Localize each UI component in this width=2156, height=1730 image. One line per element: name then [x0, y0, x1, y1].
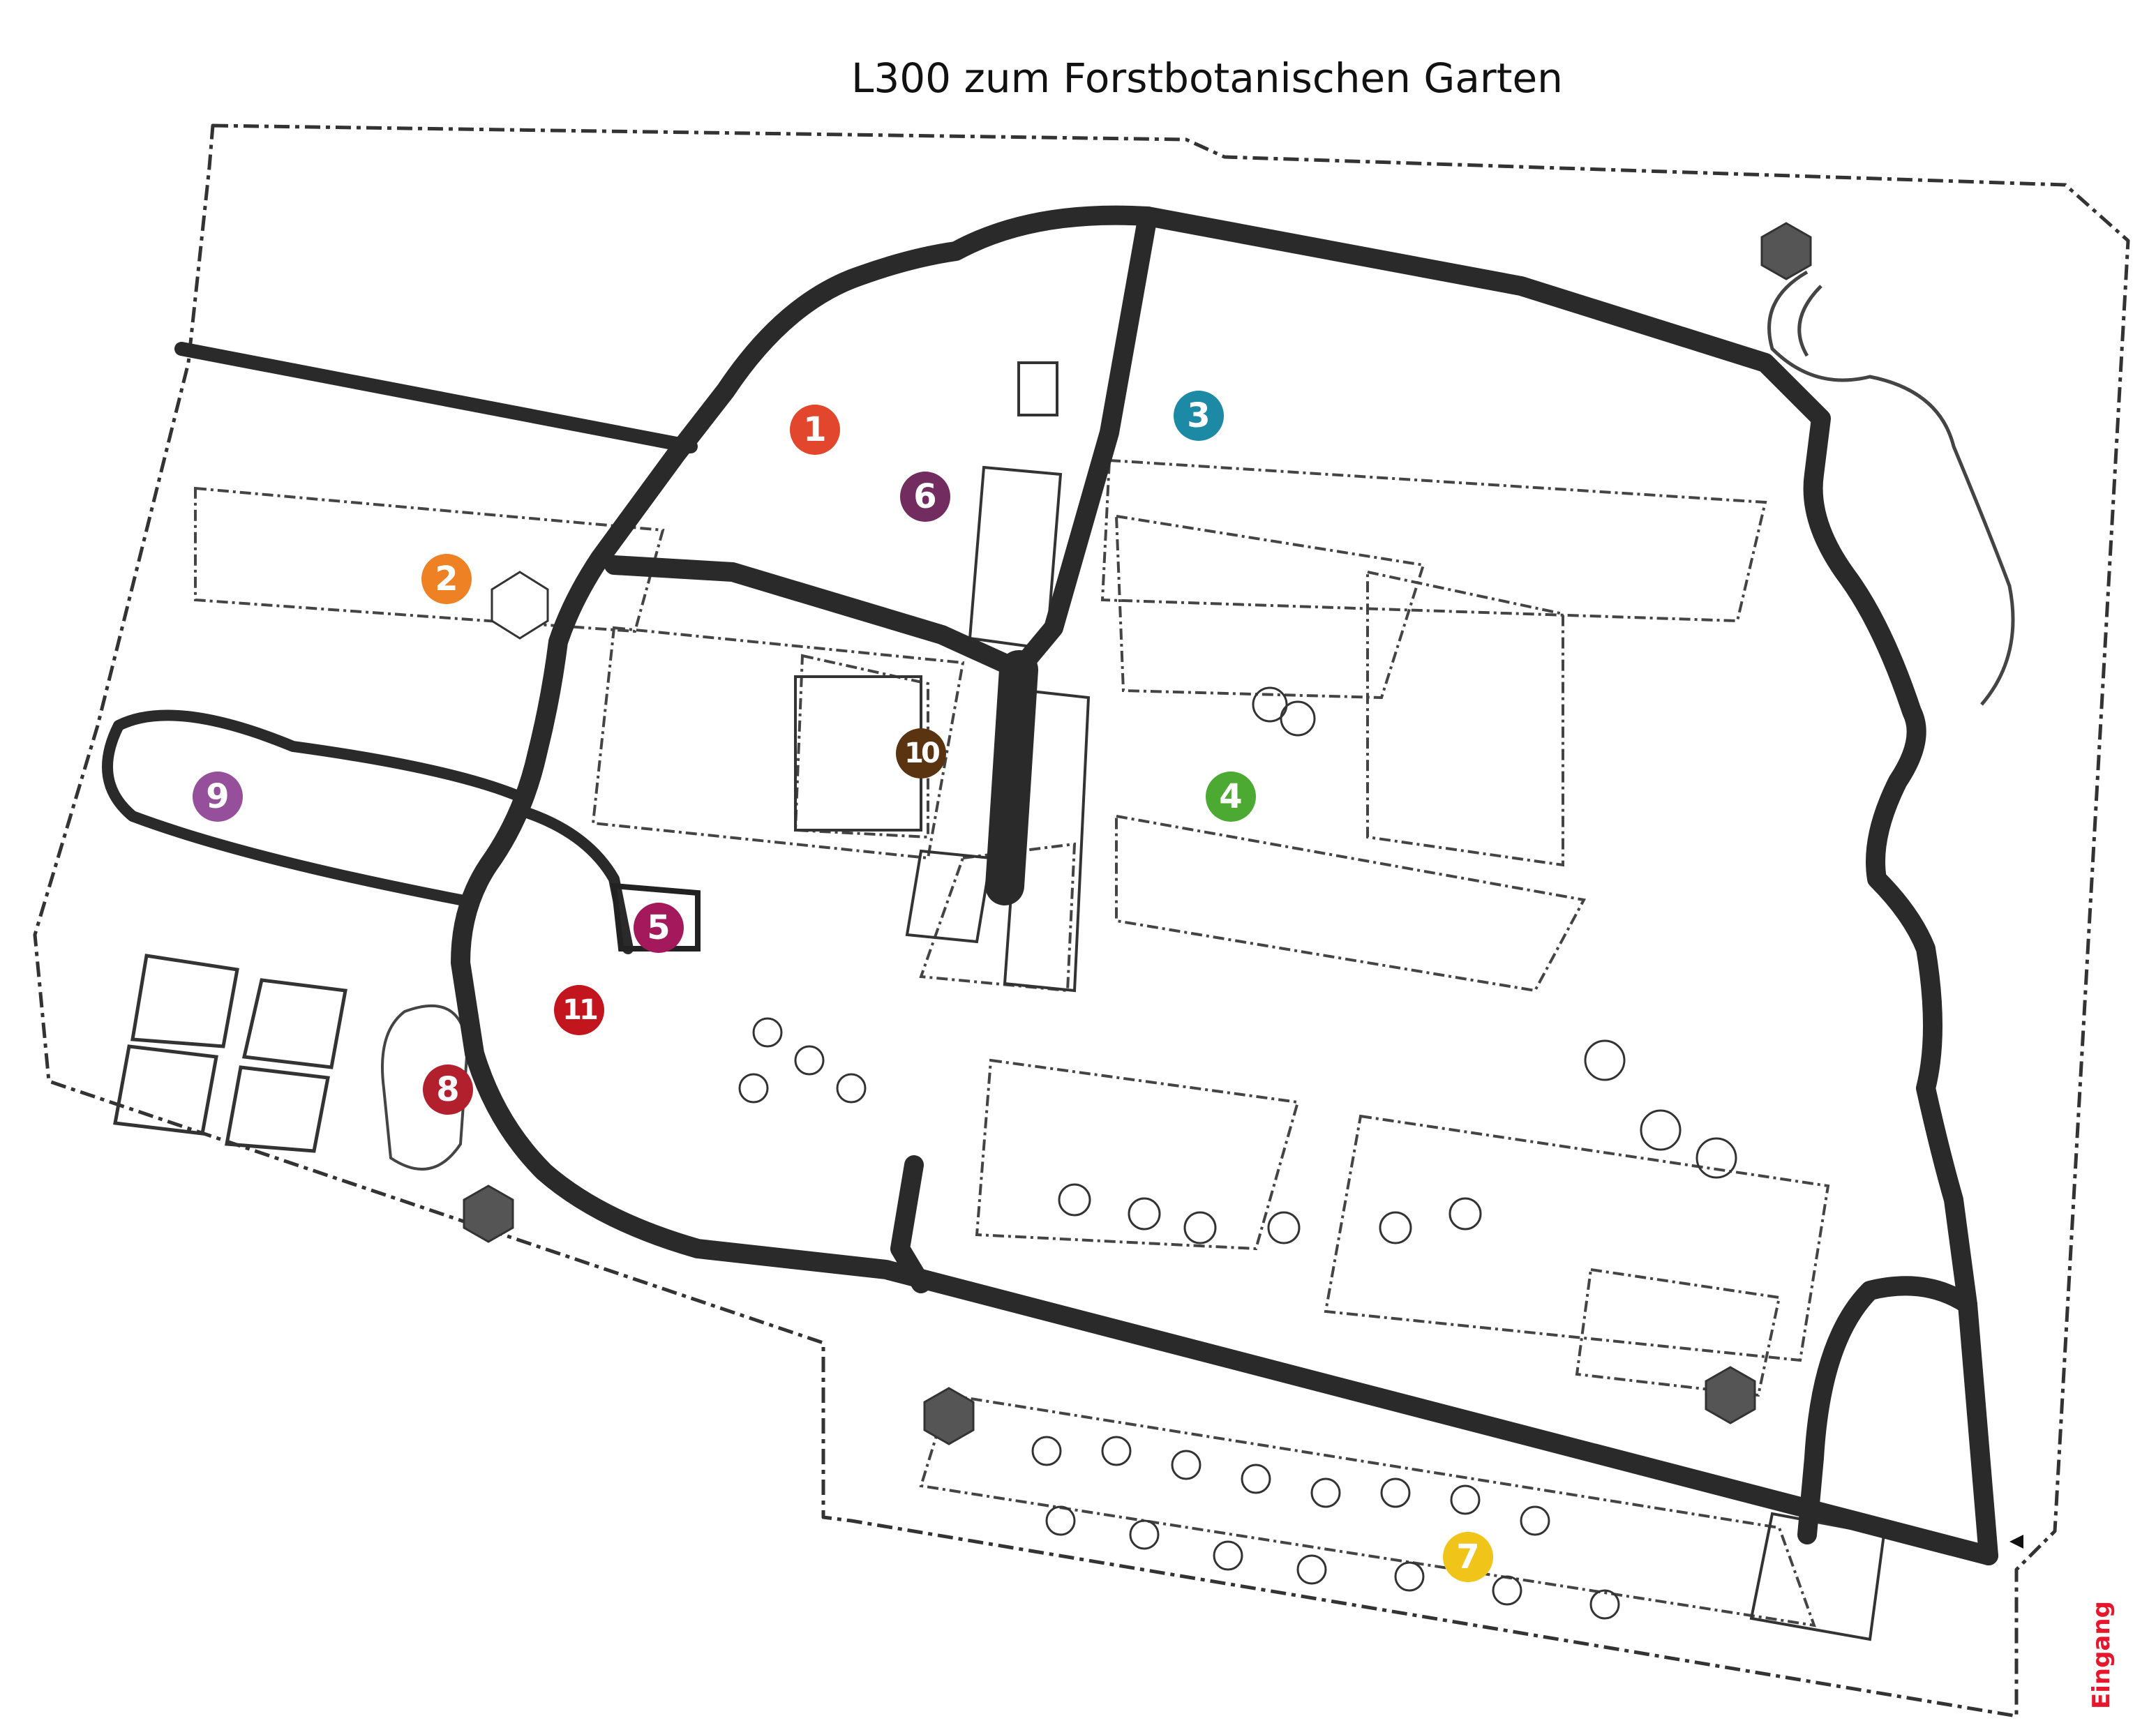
property-boundary — [33, 123, 2130, 1718]
buildings — [794, 361, 1886, 1641]
shelters — [463, 222, 1812, 1445]
marker-7[interactable]: 7 — [1443, 1532, 1493, 1582]
main-paths — [102, 205, 1998, 1565]
marker-11[interactable]: 11 — [554, 985, 604, 1035]
street-label: Friedrich-Ebert-Strasse — [2149, 493, 2156, 956]
marker-10[interactable]: 10 — [896, 728, 946, 778]
marker-9[interactable]: 9 — [193, 772, 243, 822]
stream — [1767, 270, 2015, 706]
marker-2[interactable]: 2 — [421, 554, 472, 604]
entrance-arrow-icon — [2009, 1535, 2023, 1549]
pond-outline — [381, 1004, 470, 1171]
garden-beds — [194, 458, 1830, 1627]
marker-6[interactable]: 6 — [900, 472, 950, 522]
courts — [113, 954, 347, 1153]
marker-8[interactable]: 8 — [423, 1065, 473, 1115]
marker-3[interactable]: 3 — [1174, 391, 1224, 441]
marker-5[interactable]: 5 — [634, 903, 684, 953]
marker-4[interactable]: 4 — [1206, 772, 1256, 822]
box-5 — [611, 882, 701, 952]
map-title: L300 zum Forstbotanischen Garten — [851, 54, 1563, 102]
entrance-label[interactable]: Eingang — [2088, 1601, 2116, 1709]
trees — [738, 686, 1737, 1620]
marker-1[interactable]: 1 — [790, 405, 840, 455]
